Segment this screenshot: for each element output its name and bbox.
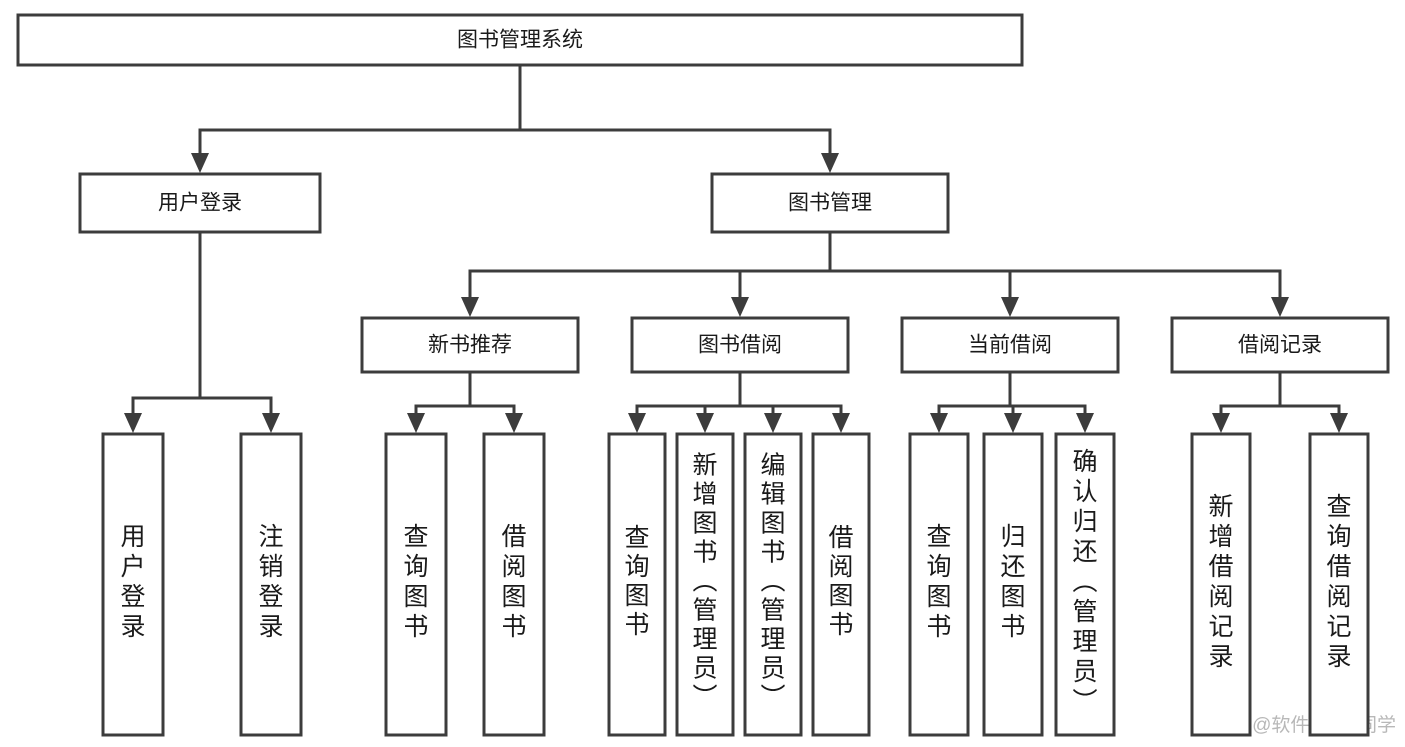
arrow-user-login — [191, 153, 209, 173]
arrow-leaf-add-book — [696, 413, 714, 433]
node-box-leaf-query-borrow-record[interactable] — [1308, 432, 1370, 737]
node-label-leaf-query-book-recommend: 查询图书 — [403, 523, 428, 641]
node-box-leaf-logout[interactable] — [239, 432, 303, 737]
arrow-current-borrow — [1001, 297, 1019, 317]
node-label-root: 图书管理系统 — [457, 29, 583, 52]
arrow-leaf-logout — [262, 413, 280, 433]
arrow-leaf-edit-book — [764, 413, 782, 433]
arrow-leaf-user-login — [124, 413, 142, 433]
node-root[interactable]: 图书管理系统 — [16, 13, 1024, 67]
connectors-layer — [124, 63, 1348, 433]
node-user-login[interactable]: 用户登录 — [78, 172, 322, 234]
arrow-new-book-recommend — [461, 297, 479, 317]
node-leaf-query-book-recommend[interactable]: 查询图书 — [384, 432, 448, 737]
node-box-leaf-query-book-current[interactable] — [908, 432, 970, 737]
node-label-leaf-query-borrow-record: 查询借阅记录 — [1326, 493, 1351, 671]
arrow-book-borrow — [731, 297, 749, 317]
node-label-book-borrow: 图书借阅 — [698, 334, 782, 357]
node-new-book-recommend[interactable]: 新书推荐 — [360, 316, 580, 374]
node-box-leaf-borrow-book-recommend[interactable] — [482, 432, 546, 737]
node-leaf-add-borrow-record[interactable]: 新增借阅记录 — [1190, 432, 1252, 737]
node-box-leaf-query-book-recommend[interactable] — [384, 432, 448, 737]
arrow-leaf-confirm-return — [1076, 413, 1094, 433]
node-box-leaf-confirm-return[interactable] — [1054, 432, 1116, 737]
node-label-leaf-confirm-return: 确认归还︵管理员︶ — [1072, 448, 1097, 716]
node-leaf-query-book-current[interactable]: 查询图书 — [908, 432, 970, 737]
node-leaf-borrow-book[interactable]: 借阅图书 — [811, 432, 871, 737]
node-label-book-management: 图书管理 — [788, 192, 872, 215]
node-book-management[interactable]: 图书管理 — [710, 172, 950, 234]
arrow-leaf-return-book — [1004, 413, 1022, 433]
node-leaf-query-borrow-record[interactable]: 查询借阅记录 — [1308, 432, 1370, 737]
node-box-book-borrow[interactable] — [630, 316, 850, 374]
arrow-leaf-query-book-recommend — [407, 413, 425, 433]
node-label-leaf-return-book: 归还图书 — [1000, 523, 1025, 641]
node-box-leaf-add-book[interactable] — [675, 432, 735, 737]
node-label-leaf-query-book-current: 查询图书 — [926, 523, 951, 641]
node-leaf-confirm-return[interactable]: 确认归还︵管理员︶ — [1054, 432, 1116, 737]
node-leaf-edit-book[interactable]: 编辑图书︵管理员︶ — [743, 432, 803, 737]
node-label-current-borrow: 当前借阅 — [968, 334, 1052, 357]
node-box-new-book-recommend[interactable] — [360, 316, 580, 374]
node-label-leaf-borrow-book: 借阅图书 — [828, 524, 853, 639]
arrow-leaf-add-borrow-record — [1212, 413, 1230, 433]
node-current-borrow[interactable]: 当前借阅 — [900, 316, 1120, 374]
node-label-leaf-borrow-book-recommend: 借阅图书 — [501, 523, 526, 641]
node-label-new-book-recommend: 新书推荐 — [428, 334, 512, 357]
node-box-borrow-record[interactable] — [1170, 316, 1390, 374]
arrow-leaf-borrow-book-recommend — [505, 413, 523, 433]
arrow-borrow-record — [1271, 297, 1289, 317]
arrow-leaf-query-book-current — [930, 413, 948, 433]
node-book-borrow[interactable]: 图书借阅 — [630, 316, 850, 374]
node-box-leaf-user-login[interactable] — [101, 432, 165, 737]
node-box-leaf-return-book[interactable] — [982, 432, 1044, 737]
node-leaf-borrow-book-recommend[interactable]: 借阅图书 — [482, 432, 546, 737]
node-box-leaf-edit-book[interactable] — [743, 432, 803, 737]
node-label-leaf-add-book: 新增图书︵管理员︶ — [692, 452, 717, 712]
node-label-leaf-edit-book: 编辑图书︵管理员︶ — [760, 452, 785, 712]
node-box-book-management[interactable] — [710, 172, 950, 234]
node-box-leaf-add-borrow-record[interactable] — [1190, 432, 1252, 737]
node-label-leaf-logout: 注销登录 — [258, 523, 283, 641]
nodes-layer: 图书管理系统用户登录图书管理新书推荐图书借阅当前借阅借阅记录用户登录注销登录查询… — [16, 13, 1390, 737]
arrow-leaf-borrow-book — [832, 413, 850, 433]
node-label-leaf-user-login: 用户登录 — [120, 523, 145, 641]
node-leaf-add-book[interactable]: 新增图书︵管理员︶ — [675, 432, 735, 737]
node-box-leaf-query-book-borrow[interactable] — [607, 432, 667, 737]
node-label-leaf-query-book-borrow: 查询图书 — [624, 524, 649, 639]
node-leaf-user-login[interactable]: 用户登录 — [101, 432, 165, 737]
node-label-borrow-record: 借阅记录 — [1238, 334, 1322, 357]
node-box-root[interactable] — [16, 13, 1024, 67]
node-leaf-query-book-borrow[interactable]: 查询图书 — [607, 432, 667, 737]
node-label-leaf-add-borrow-record: 新增借阅记录 — [1208, 493, 1233, 671]
node-box-user-login[interactable] — [78, 172, 322, 234]
node-leaf-logout[interactable]: 注销登录 — [239, 432, 303, 737]
node-borrow-record[interactable]: 借阅记录 — [1170, 316, 1390, 374]
arrow-leaf-query-borrow-record — [1330, 413, 1348, 433]
node-box-leaf-borrow-book[interactable] — [811, 432, 871, 737]
node-label-user-login: 用户登录 — [158, 192, 242, 215]
node-box-current-borrow[interactable] — [900, 316, 1120, 374]
node-leaf-return-book[interactable]: 归还图书 — [982, 432, 1044, 737]
arrow-leaf-query-book-borrow — [628, 413, 646, 433]
arrow-book-management — [821, 153, 839, 173]
